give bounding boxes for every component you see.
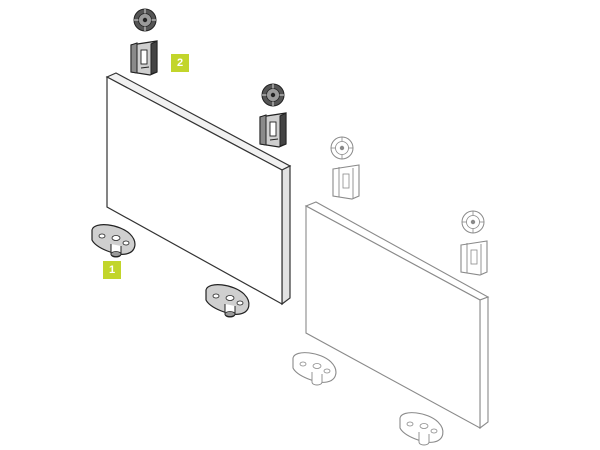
wall-panel-icon [105,72,292,306]
cam-connector-icon [261,83,285,107]
callout-badge-1: 1 [103,261,121,279]
callout-badge-2: 2 [171,54,189,72]
left-assembly [91,8,292,318]
wall-panel-icon [304,201,490,430]
right-assembly [292,136,490,446]
wall-bracket-icon [259,112,287,148]
wall-bracket-icon [130,40,158,76]
cam-connector-icon [461,210,485,234]
mounting-plate-icon [292,352,337,386]
cam-connector-icon [133,8,157,32]
mounting-plate-icon [91,224,136,258]
wall-bracket-icon [332,164,360,200]
mounting-plate-icon [205,284,250,318]
mounting-plate-icon [399,412,444,446]
cam-connector-icon [330,136,354,160]
wall-bracket-icon [460,240,488,276]
